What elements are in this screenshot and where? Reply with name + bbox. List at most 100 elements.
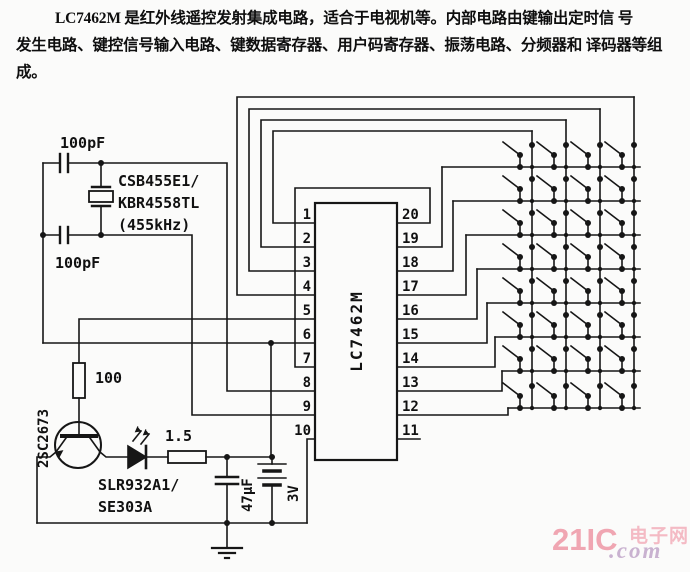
capacitor-100pf-bottom (42, 225, 102, 245)
crystal-resonator (88, 162, 114, 236)
key-switch-r8c3 (569, 381, 603, 411)
key-switch-r8c1 (501, 381, 535, 411)
label-resistor-1_5: 1.5 (165, 427, 192, 445)
label-resistor-100: 100 (95, 369, 122, 387)
row-wire-7 (396, 370, 503, 392)
row-wire-6 (396, 336, 496, 368)
description-line-2: 发生电路、键控信号输入电路、键数据寄存器、用户码寄存器、振荡电路、分频器和 译码… (16, 37, 663, 54)
pin-number-right-11: 11 (402, 423, 419, 439)
label-battery: 3V (286, 485, 302, 502)
transistor-2sc2673 (36, 421, 129, 524)
ir-led (127, 426, 169, 470)
key-switch-r7c2 (535, 344, 569, 374)
pin-number-left-8: 8 (303, 375, 311, 391)
key-switch-r4c1 (501, 242, 535, 272)
resistor-100 (72, 362, 86, 435)
key-switch-r3c1 (501, 208, 535, 238)
led-emission-arrow-2 (142, 429, 150, 436)
pin-number-right-19: 19 (402, 231, 419, 247)
ic-part-number: LC7462M (347, 290, 366, 371)
pin-number-left-9: 9 (303, 399, 311, 415)
row-wire-8 (396, 407, 509, 416)
pin-number-right-20: 20 (402, 207, 419, 223)
key-switch-r2c1 (501, 174, 535, 204)
watermark-domain: .com (609, 538, 663, 563)
pin-number-right-12: 12 (402, 399, 419, 415)
pin7-to-pin20-loop (294, 187, 431, 368)
description-line-1: LC7462M 是红外线遥控发射集成电路，适合于电视机等。内部电路由键输出定时信… (55, 10, 634, 27)
watermark-brand: 21IC (552, 522, 618, 557)
pin-number-right-15: 15 (402, 327, 419, 343)
key-switch-r7c1 (501, 344, 535, 374)
key-switch-r2c4 (603, 174, 637, 204)
key-switch-r3c4 (603, 208, 637, 238)
key-switch-r1c1 (501, 140, 535, 170)
key-switch-r8c2 (535, 381, 569, 411)
key-switch-r5c2 (535, 276, 569, 306)
label-cap-47uf: 47μF (240, 478, 256, 512)
pin-number-right-18: 18 (402, 255, 419, 271)
description-line-3: 成。 (16, 64, 47, 81)
key-switch-r6c2 (535, 310, 569, 340)
key-switch-r1c4 (603, 140, 637, 170)
pin-number-left-6: 6 (303, 327, 311, 343)
pin-number-left-2: 2 (303, 231, 311, 247)
ic-lc7462m (313, 201, 399, 462)
ground-symbol (210, 522, 244, 560)
label-crystal-2: KBR4558TL (118, 194, 199, 212)
key-switch-r5c1 (501, 276, 535, 306)
battery-3v (257, 456, 287, 524)
resistor-1_5 (167, 450, 273, 464)
key-switch-r4c4 (603, 242, 637, 272)
pin-number-left-1: 1 (303, 207, 311, 223)
label-led-1: SLR932A1/ (98, 476, 179, 494)
key-switch-r2c2 (535, 174, 569, 204)
label-transistor: 2SC2673 (36, 409, 52, 468)
row-wire-1 (396, 166, 443, 248)
pin-number-right-13: 13 (402, 375, 419, 391)
pin-number-right-17: 17 (402, 279, 419, 295)
pin5-base-drive-wire (78, 318, 316, 364)
label-cap-top: 100pF (60, 134, 105, 152)
pin2-to-column2-loop (260, 119, 567, 248)
key-switch-r3c3 (569, 208, 603, 238)
key-switch-r8c4 (603, 381, 637, 411)
led-emission-arrow-1 (134, 426, 142, 433)
row-wire-3 (396, 234, 467, 296)
pin4-to-column4-loop (236, 96, 635, 296)
key-switch-r6c3 (569, 310, 603, 340)
pin1-to-column1-loop (272, 130, 533, 224)
row-wire-5 (396, 302, 488, 344)
watermark-cn: 电子网 (629, 526, 690, 547)
label-cap-bottom: 100pF (55, 254, 100, 272)
emitter-arrow (55, 450, 64, 458)
key-switch-r7c3 (569, 344, 603, 374)
key-switch-r5c4 (603, 276, 637, 306)
pin-number-right-16: 16 (402, 303, 419, 319)
pin-number-left-10: 10 (294, 423, 311, 439)
row-wire-4 (396, 268, 478, 320)
capacitor-100pf-top (42, 152, 102, 174)
key-switch-r1c3 (569, 140, 603, 170)
key-switch-r4c3 (569, 242, 603, 272)
key-switch-r5c3 (569, 276, 603, 306)
pin-number-right-14: 14 (402, 351, 419, 367)
bottom-rail (36, 438, 316, 524)
junction-dots (40, 160, 275, 526)
row-staircase-wires (396, 166, 509, 416)
key-switch-r4c2 (535, 242, 569, 272)
key-switch-r3c2 (535, 208, 569, 238)
key-switch-r1c2 (535, 140, 569, 170)
row-wire-2 (396, 200, 454, 272)
label-led-2: SE303A (98, 498, 152, 516)
pin-number-left-3: 3 (303, 255, 311, 271)
key-switch-r6c4 (603, 310, 637, 340)
pin-number-left-4: 4 (303, 279, 311, 295)
key-switch-r6c1 (501, 310, 535, 340)
label-crystal-1: CSB455E1/ (118, 172, 199, 190)
label-crystal-3: (455kHz) (118, 216, 190, 234)
pin3-to-column3-loop (248, 108, 601, 272)
key-switch-r2c3 (569, 174, 603, 204)
